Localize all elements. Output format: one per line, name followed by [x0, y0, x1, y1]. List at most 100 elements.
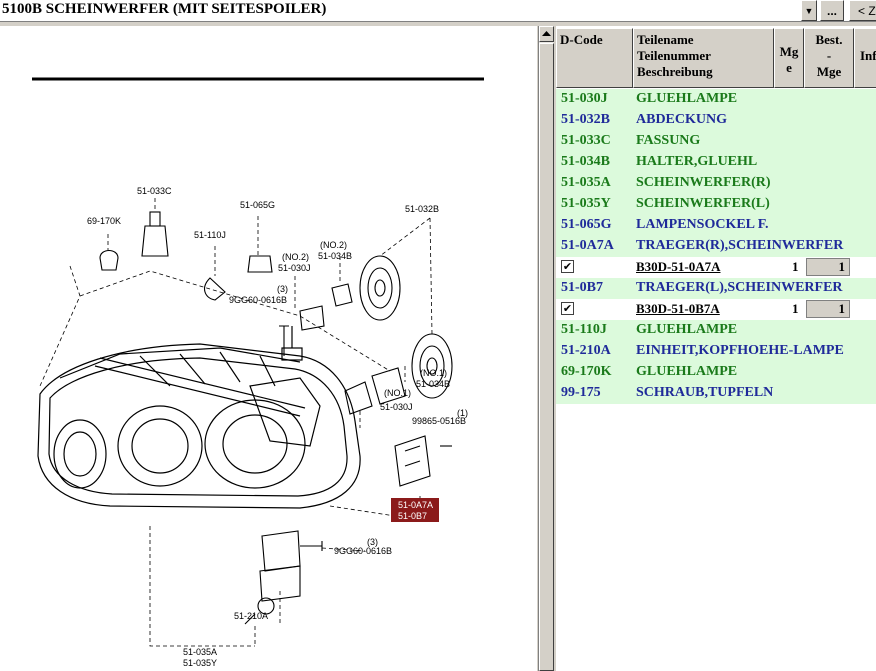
callout-label[interactable]: 51-033C	[137, 186, 172, 196]
scrollbar-thumb[interactable]	[539, 43, 554, 671]
part-name: SCHRAUB,TUPFELN	[636, 385, 774, 400]
column-header-line: Teilenummer	[637, 48, 711, 63]
column-header-line: e	[786, 60, 792, 75]
bracket-actuator-drawing	[244, 435, 452, 625]
order-quantity-input[interactable]: 1	[806, 258, 850, 276]
callout-label[interactable]: 51-032B	[405, 204, 439, 214]
column-header-line: Best.	[815, 32, 843, 47]
table-row[interactable]: 51-035A SCHEINWERFER(R)	[556, 173, 876, 194]
select-checkbox[interactable]: ✔	[561, 260, 574, 273]
chevron-down-icon: ▼	[804, 5, 814, 16]
column-header-name[interactable]: Teilename Teilenummer Beschreibung	[633, 28, 774, 88]
callout-label[interactable]: 51-030J	[380, 402, 413, 412]
part-code: 69-170K	[561, 364, 612, 379]
table-header: D-Code Teilename Teilenummer Beschreibun…	[556, 28, 876, 88]
highlight-box	[391, 498, 439, 522]
callout-label: (3)	[277, 284, 288, 294]
part-name: GLUEHLAMPE	[636, 364, 738, 379]
column-header-line: Mg	[779, 44, 799, 59]
part-code: 51-065G	[561, 217, 612, 232]
callout-label[interactable]: 99865-0516B	[412, 416, 466, 426]
part-code: 51-032B	[561, 112, 610, 127]
part-code: 51-110J	[561, 322, 607, 337]
column-header-dcode[interactable]: D-Code	[556, 28, 633, 88]
headlamp-housing-drawing	[37, 326, 361, 509]
quantity-value: 1	[792, 259, 799, 274]
part-name: TRAEGER(R),SCHEINWERFER	[636, 238, 844, 253]
part-name: SCHEINWERFER(L)	[636, 196, 770, 211]
callout-label[interactable]: 51-210A	[234, 611, 268, 621]
callout-label[interactable]: 69-170K	[87, 216, 121, 226]
select-checkbox[interactable]: ✔	[561, 302, 574, 315]
part-name: EINHEIT,KOPFHOEHE-LAMPE	[636, 343, 844, 358]
part-name: GLUEHLAMPE	[636, 322, 738, 337]
callout-label[interactable]: 51-034B	[318, 251, 352, 261]
headlamp-exploded-diagram: 51-033C 69-170K 51-065G 51-110J (NO.2) 5…	[32, 77, 484, 668]
callout-label: (NO.1)	[420, 368, 447, 378]
column-header-quantity[interactable]: Mg e	[774, 28, 804, 88]
dropdown-arrow-button[interactable]: ▼	[801, 0, 817, 21]
quantity-value: 1	[792, 301, 799, 316]
table-row[interactable]: 51-032B ABDECKUNG	[556, 110, 876, 131]
part-name: LAMPENSOCKEL F.	[636, 217, 769, 232]
callout-label-highlighted[interactable]: 51-0B7	[398, 511, 427, 521]
callout-label: (3)	[367, 537, 378, 547]
table-row[interactable]: 51-0B7 TRAEGER(L),SCHEINWERFER	[556, 278, 876, 299]
column-header-info[interactable]: Inf	[854, 28, 876, 88]
part-code: 51-0A7A	[561, 238, 614, 253]
column-header-line: Beschreibung	[637, 64, 713, 79]
table-row[interactable]: 51-035Y SCHEINWERFER(L)	[556, 194, 876, 215]
callout-label[interactable]: 51-030J	[278, 263, 311, 273]
callout-label[interactable]: 9GG60-0616B	[229, 295, 287, 305]
callout-label[interactable]: 51-034B	[416, 379, 450, 389]
part-number-link[interactable]: B30D-51-0B7A	[636, 301, 720, 316]
callout-label[interactable]: 51-035A	[183, 647, 217, 657]
callout-label: (NO.1)	[384, 388, 411, 398]
cover-caps-drawing	[359, 255, 453, 399]
vertical-scrollbar[interactable]	[538, 26, 554, 671]
callout-label[interactable]: 51-035Y	[183, 658, 217, 668]
callout-label[interactable]: 51-065G	[240, 200, 275, 210]
table-row[interactable]: 51-034B HALTER,GLUEHL	[556, 152, 876, 173]
table-row[interactable]: 69-170K GLUEHLAMPE	[556, 362, 876, 383]
column-header-line: Teilename	[637, 32, 694, 47]
part-code: 51-035Y	[561, 196, 611, 211]
chevron-up-icon	[542, 31, 551, 36]
part-name: TRAEGER(L),SCHEINWERFER	[636, 280, 843, 295]
part-number-link[interactable]: B30D-51-0A7A	[636, 259, 721, 274]
part-code: 51-0B7	[561, 280, 603, 295]
column-header-line: -	[826, 48, 832, 63]
bulb-parts-drawing	[99, 211, 406, 415]
part-name: GLUEHLAMPE	[636, 91, 738, 106]
previous-button[interactable]: < Z	[849, 0, 876, 21]
exploded-diagram-pane: 51-033C 69-170K 51-065G 51-110J (NO.2) 5…	[0, 26, 537, 671]
part-name: ABDECKUNG	[636, 112, 728, 127]
order-quantity-input[interactable]: 1	[806, 300, 850, 318]
part-code: 51-035A	[561, 175, 611, 190]
ellipsis-button[interactable]: ...	[820, 0, 844, 21]
part-name: SCHEINWERFER(R)	[636, 175, 771, 190]
column-header-line: Mge	[816, 64, 842, 79]
part-code: 51-034B	[561, 154, 610, 169]
leader-lines	[39, 198, 433, 647]
callout-label[interactable]: 9GG60-0616B	[334, 546, 392, 556]
part-name: HALTER,GLUEHL	[636, 154, 758, 169]
table-row[interactable]: 51-065G LAMPENSOCKEL F.	[556, 215, 876, 236]
window-title: 5100B SCHEINWERFER (MIT SEITESPOILER)	[2, 1, 327, 17]
callout-label[interactable]: 51-110J	[194, 230, 226, 240]
callout-label: (NO.2)	[282, 252, 309, 262]
scroll-up-button[interactable]	[539, 26, 554, 42]
callout-label-highlighted[interactable]: 51-0A7A	[398, 500, 433, 510]
table-row[interactable]: 51-210A EINHEIT,KOPFHOEHE-LAMPE	[556, 341, 876, 362]
callout-label: (1)	[457, 408, 468, 418]
part-name: FASSUNG	[636, 133, 701, 148]
part-code: 51-210A	[561, 343, 611, 358]
table-row[interactable]: 51-0A7A TRAEGER(R),SCHEINWERFER	[556, 236, 876, 257]
column-header-order-quantity[interactable]: Best. - Mge	[804, 28, 854, 88]
table-row[interactable]: 51-110J GLUEHLAMPE	[556, 320, 876, 341]
